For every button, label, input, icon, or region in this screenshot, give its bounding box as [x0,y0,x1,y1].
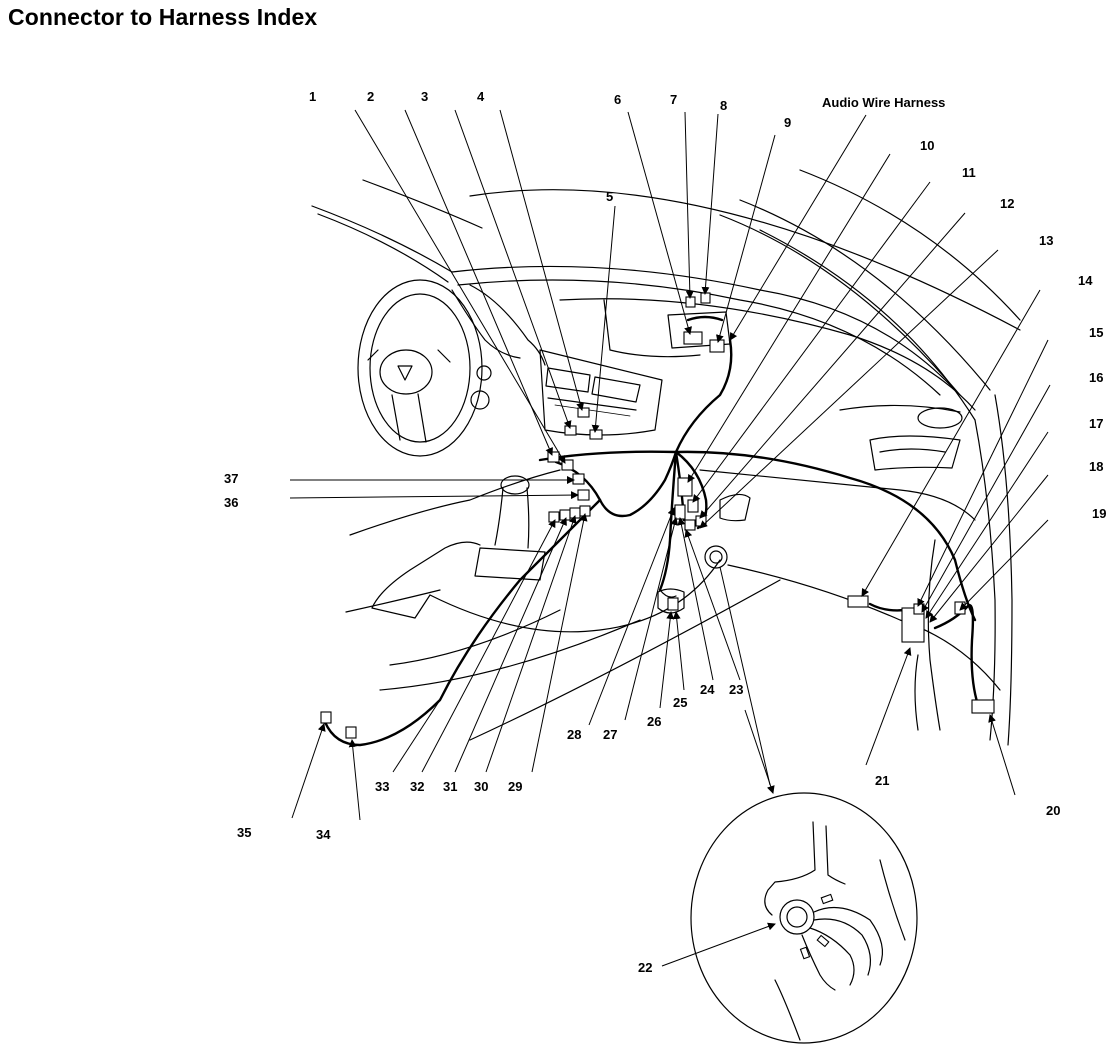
callout-2: 2 [367,89,374,104]
wire-harness [323,315,980,747]
callout-29: 29 [508,779,522,794]
connector-36 [577,489,590,501]
callout-31: 31 [443,779,457,794]
callout-27: 27 [603,727,617,742]
callout-15: 15 [1089,325,1103,340]
callout-19: 19 [1092,506,1106,521]
callout-21: 21 [875,773,889,788]
callout-8: 8 [720,98,727,113]
callout-37: 37 [224,471,238,486]
callout-22: 22 [638,960,652,975]
connector-31 [559,509,571,521]
callout-30: 30 [474,779,488,794]
callout-17: 17 [1089,416,1103,431]
callout-34: 34 [316,827,331,842]
dashboard-drawing [311,169,1021,746]
callout-6: 6 [614,92,621,107]
connector-6 [683,331,703,345]
callout-13: 13 [1039,233,1053,248]
connector-8 [700,292,711,304]
callout-7: 7 [670,92,677,107]
connector-34 [345,726,357,739]
connector-1 [561,459,574,471]
callout-14: 14 [1078,273,1093,288]
connector-3 [564,425,577,436]
connector-19 [954,601,966,615]
callout-23: 23 [729,682,743,697]
connector-21 [901,607,925,643]
connectors [320,292,995,739]
connector-15 [913,603,925,615]
callout-25: 25 [673,695,687,710]
callout-3: 3 [421,89,428,104]
callout-28: 28 [567,727,581,742]
connector-24 [674,504,686,520]
steering-wheel-drawing [357,279,483,457]
callout-4: 4 [477,89,485,104]
connector-35 [320,711,332,724]
callout-9: 9 [784,115,791,130]
callout-20: 20 [1046,803,1060,818]
connector-4 [577,407,590,418]
shifter-drawing [474,475,546,581]
callout-36: 36 [224,495,238,510]
audio-wire-harness-label: Audio Wire Harness [822,95,945,110]
callout-11: 11 [962,165,976,180]
connector-32 [548,511,560,523]
page-title: Connector to Harness Index [8,4,318,30]
connector-23 [684,519,696,531]
leader-lines [289,109,1051,967]
connector-25 [667,597,679,611]
callout-18: 18 [1089,459,1103,474]
connector-2 [547,451,560,463]
callout-24: 24 [700,682,715,697]
callout-10: 10 [920,138,934,153]
connector-10 [677,477,693,497]
connector-13 [847,595,869,608]
connector-7 [685,296,696,308]
callout-16: 16 [1089,370,1103,385]
callout-32: 32 [410,779,424,794]
callout-35: 35 [237,825,251,840]
connector-37 [572,473,585,485]
callout-12: 12 [1000,196,1014,211]
callout-26: 26 [647,714,661,729]
callout-33: 33 [375,779,389,794]
connector-20 [971,699,995,714]
connector-9 [709,339,725,353]
callout-1: 1 [309,89,316,104]
connector-5 [589,429,603,440]
callout-labels: 1 2 3 4 5 6 7 8 9 Audio Wire Harness 10 … [224,89,1106,975]
detail-view-22 [690,792,918,1044]
callout-5: 5 [606,189,613,204]
